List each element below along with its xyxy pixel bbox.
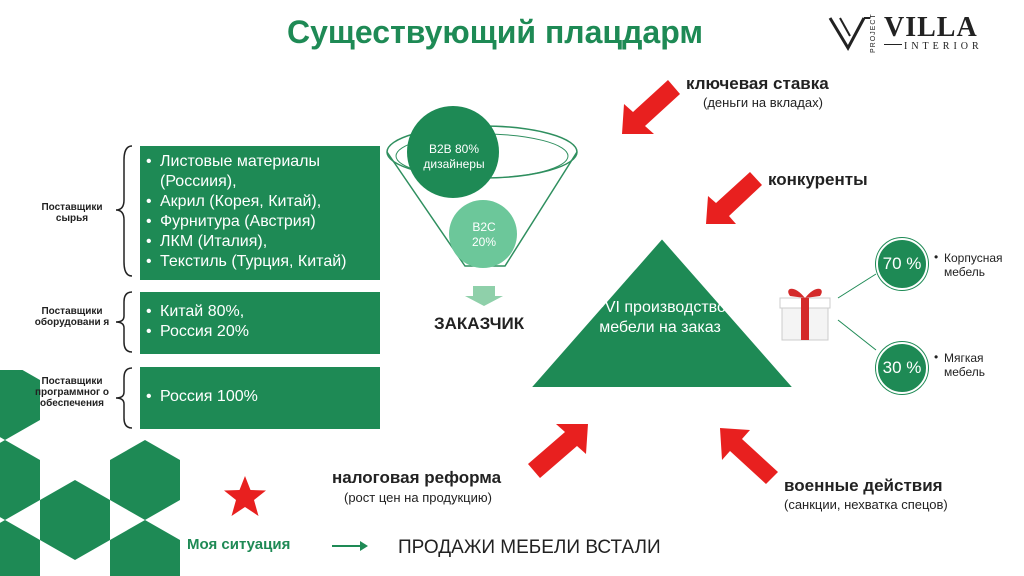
logo-villa-text: VILLA bbox=[884, 12, 978, 43]
segment-label: Корпусная мебель bbox=[944, 251, 1003, 279]
central-triangle bbox=[528, 236, 796, 389]
hexagon-shape bbox=[0, 370, 40, 440]
b2b-label: B2B 80% дизайнеры bbox=[423, 142, 485, 171]
page-title: Существующий плацдарм bbox=[286, 14, 703, 50]
situation-label: Моя ситуация bbox=[187, 536, 291, 553]
logo-project-text: PROJECT bbox=[870, 13, 877, 53]
funnel-arrow-icon bbox=[465, 286, 503, 306]
supplier-item: Текстиль (Турция, Китай) bbox=[146, 252, 380, 272]
arrow-tax-icon bbox=[528, 424, 588, 478]
gift-connectors bbox=[837, 273, 877, 351]
b2c-label: B2C 20% bbox=[471, 220, 497, 249]
supplier-item: Акрил (Корея, Китай), bbox=[146, 192, 380, 212]
factor-competitors-title: конкуренты bbox=[768, 170, 868, 189]
bullet-icon: • bbox=[934, 350, 939, 364]
customer-label: ЗАКАЗЧИК bbox=[434, 314, 525, 333]
brace-equipment bbox=[115, 291, 133, 353]
supplier-box-equipment: Китай 80%, Россия 20% bbox=[140, 292, 380, 354]
supplier-item: Россия 20% bbox=[146, 322, 380, 342]
hexagon-shape bbox=[40, 480, 110, 560]
bullet-icon: • bbox=[934, 250, 939, 264]
supplier-item: Китай 80%, bbox=[146, 302, 380, 322]
factor-key-rate-subtitle: (деньги на вкладах) bbox=[703, 95, 823, 110]
gift-icon bbox=[779, 288, 831, 341]
supplier-item: ЛКМ (Италия), bbox=[146, 232, 380, 252]
hexagon-shape bbox=[110, 440, 180, 520]
b2c-circle bbox=[449, 200, 517, 268]
supplier-braces bbox=[115, 145, 133, 429]
sales-funnel bbox=[386, 106, 578, 306]
factor-war-title: военные действия bbox=[784, 476, 943, 495]
b2b-circle bbox=[407, 106, 499, 198]
segment-percent-circle: 70 % bbox=[876, 238, 928, 290]
factor-key-rate-title: ключевая ставка bbox=[686, 74, 829, 93]
arrow-right-icon bbox=[332, 541, 368, 551]
supplier-item: Фурнитура (Австрия) bbox=[146, 212, 380, 232]
hexagon-decoration bbox=[0, 370, 180, 576]
villa-interior-logo: PROJECT VILLA INTERIOR bbox=[828, 12, 1008, 54]
situation-result: ПРОДАЖИ МЕБЕЛИ ВСТАЛИ bbox=[398, 537, 661, 558]
center-text: PVI производство мебели на заказ bbox=[594, 299, 726, 336]
logo-divider bbox=[884, 44, 902, 45]
supplier-label-equipment: Поставщики оборудовани я bbox=[34, 306, 110, 328]
brace-software bbox=[115, 367, 133, 429]
triangle-shape bbox=[528, 236, 796, 389]
hexagon-shape bbox=[110, 520, 180, 576]
supplier-label-software: Поставщики программног о обеспечения bbox=[34, 376, 110, 409]
arrow-key-rate-icon bbox=[622, 80, 680, 134]
factor-tax-subtitle: (рост цен на продукцию) bbox=[344, 490, 492, 505]
factor-tax-title: налоговая реформа bbox=[332, 468, 502, 487]
segment-percent-circle: 30 % bbox=[876, 342, 928, 394]
star-icon bbox=[224, 476, 266, 516]
arrow-competitors-icon bbox=[706, 172, 762, 224]
supplier-box-software: Россия 100% bbox=[140, 367, 380, 429]
supplier-item: Россия 100% bbox=[146, 387, 380, 407]
brace-raw bbox=[115, 145, 133, 277]
supplier-label-raw: Поставщики сырья bbox=[41, 202, 103, 224]
arrow-war-icon bbox=[720, 428, 778, 484]
logo-mark-icon bbox=[828, 17, 870, 52]
supplier-box-raw: Листовые материалы (Россиия), Акрил (Кор… bbox=[140, 146, 380, 280]
factor-war-subtitle: (санкции, нехватка спецов) bbox=[784, 497, 948, 512]
hexagon-shape bbox=[0, 440, 40, 520]
supplier-item: Листовые материалы (Россиия), bbox=[146, 152, 380, 192]
hexagon-shape bbox=[0, 520, 40, 576]
logo-interior-text: INTERIOR bbox=[904, 41, 983, 52]
segment-label: Мягкая мебель bbox=[944, 351, 986, 379]
